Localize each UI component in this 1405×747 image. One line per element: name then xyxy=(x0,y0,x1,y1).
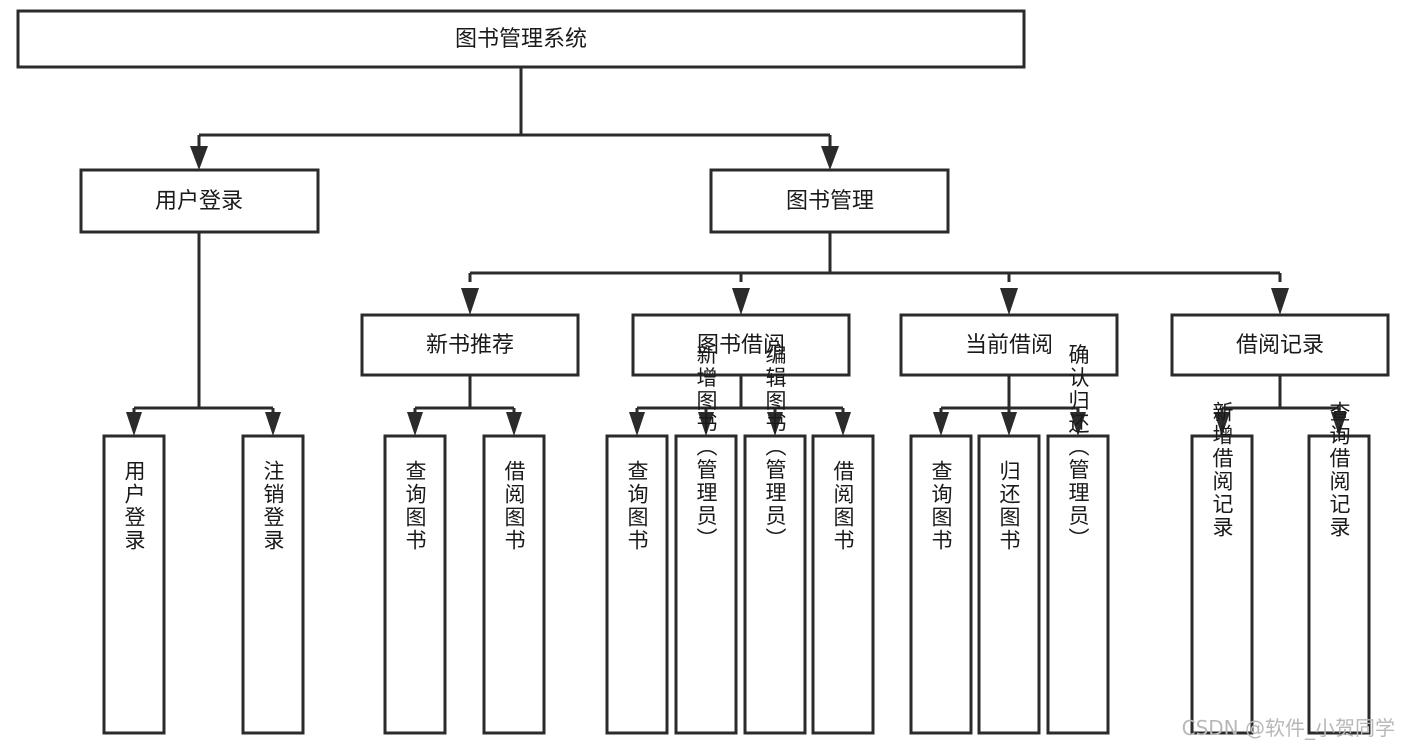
arrow-head-icon xyxy=(126,412,142,436)
node-root-label: 图书管理系统 xyxy=(455,27,587,52)
arrow-head-icon xyxy=(506,412,522,436)
leaf-return-book-label: 归还图书 xyxy=(997,460,1021,552)
connector-root-to-level2 xyxy=(190,67,839,170)
node-new-book-recommend[interactable]: 新书推荐 xyxy=(360,313,580,377)
node-book-borrow[interactable]: 图书借阅 xyxy=(631,313,851,377)
arrow-head-icon xyxy=(732,288,750,315)
connector-borrowrecord-to-leaves xyxy=(1214,375,1347,436)
node-new-book-recommend-rect[interactable] xyxy=(360,313,580,377)
connector-userlogin-to-leaves xyxy=(126,232,281,436)
leaf-confirm-return-rect[interactable] xyxy=(1046,434,1110,735)
leaf-edit-book-rect[interactable] xyxy=(743,434,807,735)
node-book-management-label: 图书管理 xyxy=(786,189,874,214)
leaf-add-record-label: 新增借阅记录 xyxy=(1210,401,1234,539)
leaf-user-login[interactable]: 用户登录 xyxy=(102,434,166,735)
leaf-borrow-book-1[interactable]: 借阅图书 xyxy=(482,434,546,735)
arrow-head-icon xyxy=(629,412,645,436)
node-book-borrow-rect[interactable] xyxy=(631,313,851,377)
arrow-head-icon xyxy=(698,412,714,436)
leaf-edit-book-label: 编辑图书（管理员） xyxy=(763,344,787,551)
leaf-logout-login-label: 注销登录 xyxy=(261,460,285,552)
leaf-borrow-book-1-label: 借阅图书 xyxy=(502,460,526,552)
arrow-head-icon xyxy=(265,412,281,436)
arrow-head-icon xyxy=(190,146,208,170)
connector-newbook-to-leaves xyxy=(407,375,522,436)
leaf-logout-login[interactable]: 注销登录 xyxy=(241,434,305,735)
leaf-query-book-2-rect[interactable] xyxy=(605,434,669,735)
leaf-borrow-book-2-rect[interactable] xyxy=(811,434,875,735)
connector-currentborrow-to-leaves xyxy=(933,375,1086,436)
arrow-head-icon xyxy=(407,412,423,436)
leaf-query-record-label: 查询借阅记录 xyxy=(1327,401,1351,539)
node-root[interactable]: 图书管理系统 xyxy=(16,9,1026,69)
leaf-add-record[interactable]: 新增借阅记录 xyxy=(1190,401,1254,735)
node-root-rect[interactable] xyxy=(16,9,1026,69)
node-book-management-rect[interactable] xyxy=(709,168,950,234)
node-user-login-label: 用户登录 xyxy=(155,189,243,214)
node-book-borrow-label: 图书借阅 xyxy=(697,333,785,358)
node-borrow-record-rect[interactable] xyxy=(1170,313,1390,377)
leaf-borrow-book-1-rect[interactable] xyxy=(482,434,546,735)
leaf-query-record[interactable]: 查询借阅记录 xyxy=(1307,401,1371,735)
leaf-return-book-rect[interactable] xyxy=(977,434,1041,735)
arrow-head-icon xyxy=(821,146,839,170)
leaf-user-login-rect[interactable] xyxy=(102,434,166,735)
arrow-head-icon xyxy=(767,412,783,436)
node-new-book-recommend-label: 新书推荐 xyxy=(426,333,514,358)
arrow-head-icon xyxy=(1214,412,1230,436)
node-current-borrow-label: 当前借阅 xyxy=(965,333,1053,358)
node-current-borrow[interactable]: 当前借阅 xyxy=(899,313,1119,377)
leaf-edit-book[interactable]: 编辑图书（管理员） xyxy=(743,344,807,735)
arrow-head-icon xyxy=(461,288,479,315)
leaf-borrow-book-2-label: 借阅图书 xyxy=(831,460,855,552)
leaf-add-book-rect[interactable] xyxy=(674,434,738,735)
node-user-login-rect[interactable] xyxy=(79,168,320,234)
leaf-query-book-2-label: 查询图书 xyxy=(625,460,649,552)
connector-bookborrow-to-leaves xyxy=(629,375,851,436)
leaf-query-book-2[interactable]: 查询图书 xyxy=(605,434,669,735)
arrow-head-icon xyxy=(1000,288,1018,315)
node-user-login[interactable]: 用户登录 xyxy=(79,168,320,234)
connector-bookmgmt-to-level3 xyxy=(461,232,1289,315)
arrow-head-icon xyxy=(1070,412,1086,436)
arrow-head-icon xyxy=(1271,288,1289,315)
leaf-query-record-rect[interactable] xyxy=(1307,434,1371,735)
leaf-query-book-1-label: 查询图书 xyxy=(403,460,427,552)
leaf-query-book-3[interactable]: 查询图书 xyxy=(909,434,973,735)
node-book-management[interactable]: 图书管理 xyxy=(709,168,950,234)
leaf-confirm-return-label: 确认归还（管理员） xyxy=(1066,344,1090,551)
leaf-return-book[interactable]: 归还图书 xyxy=(977,434,1041,735)
node-borrow-record[interactable]: 借阅记录 xyxy=(1170,313,1390,377)
leaf-borrow-book-2[interactable]: 借阅图书 xyxy=(811,434,875,735)
leaf-confirm-return[interactable]: 确认归还（管理员） xyxy=(1046,344,1110,735)
node-borrow-record-label: 借阅记录 xyxy=(1236,333,1324,358)
leaf-add-book-label: 新增图书（管理员） xyxy=(694,344,718,551)
arrow-head-icon xyxy=(835,412,851,436)
arrow-head-icon xyxy=(1331,412,1347,436)
leaf-logout-login-rect[interactable] xyxy=(241,434,305,735)
leaf-query-book-3-rect[interactable] xyxy=(909,434,973,735)
csdn-watermark: CSDN @软件_小贺同学 xyxy=(1182,716,1395,740)
arrow-head-icon xyxy=(1001,412,1017,436)
leaf-add-book[interactable]: 新增图书（管理员） xyxy=(674,344,738,735)
leaf-query-book-1-rect[interactable] xyxy=(383,434,447,735)
leaf-query-book-1[interactable]: 查询图书 xyxy=(383,434,447,735)
leaf-user-login-label: 用户登录 xyxy=(122,460,146,552)
leaf-add-record-rect[interactable] xyxy=(1190,434,1254,735)
node-current-borrow-rect[interactable] xyxy=(899,313,1119,377)
leaf-query-book-3-label: 查询图书 xyxy=(929,460,953,552)
arrow-head-icon xyxy=(933,412,949,436)
